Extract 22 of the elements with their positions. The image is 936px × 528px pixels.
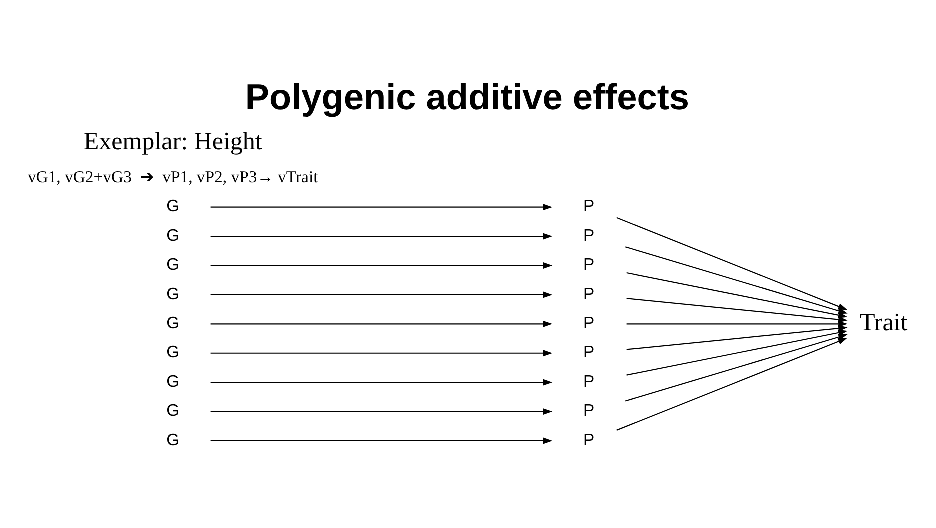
node-text: G — [166, 342, 180, 362]
node-text: P — [583, 284, 595, 304]
node-text: P — [583, 255, 595, 274]
label: vG1, vG2+vG3 ➔ vP1, vP2, vP3→ vTrait — [28, 167, 318, 186]
node-text: P — [583, 226, 595, 245]
node-text: G — [166, 372, 180, 391]
node-text: G — [166, 226, 180, 245]
node-text: G — [166, 284, 180, 304]
node-text: P — [583, 342, 595, 362]
node-text: G — [166, 430, 180, 450]
node-text: P — [583, 401, 595, 420]
node-text: G — [166, 401, 180, 420]
node-text: G — [166, 313, 180, 332]
node-text: Trait — [860, 309, 908, 336]
diagram-title: Polygenic additive effects — [245, 76, 690, 118]
label: Exemplar: Height — [84, 128, 262, 156]
node-text: P — [583, 196, 595, 216]
node-text: P — [583, 430, 595, 450]
node-text: P — [583, 372, 595, 391]
node-text: G — [166, 196, 180, 216]
node-text: P — [583, 313, 595, 332]
node-text: G — [166, 255, 180, 274]
